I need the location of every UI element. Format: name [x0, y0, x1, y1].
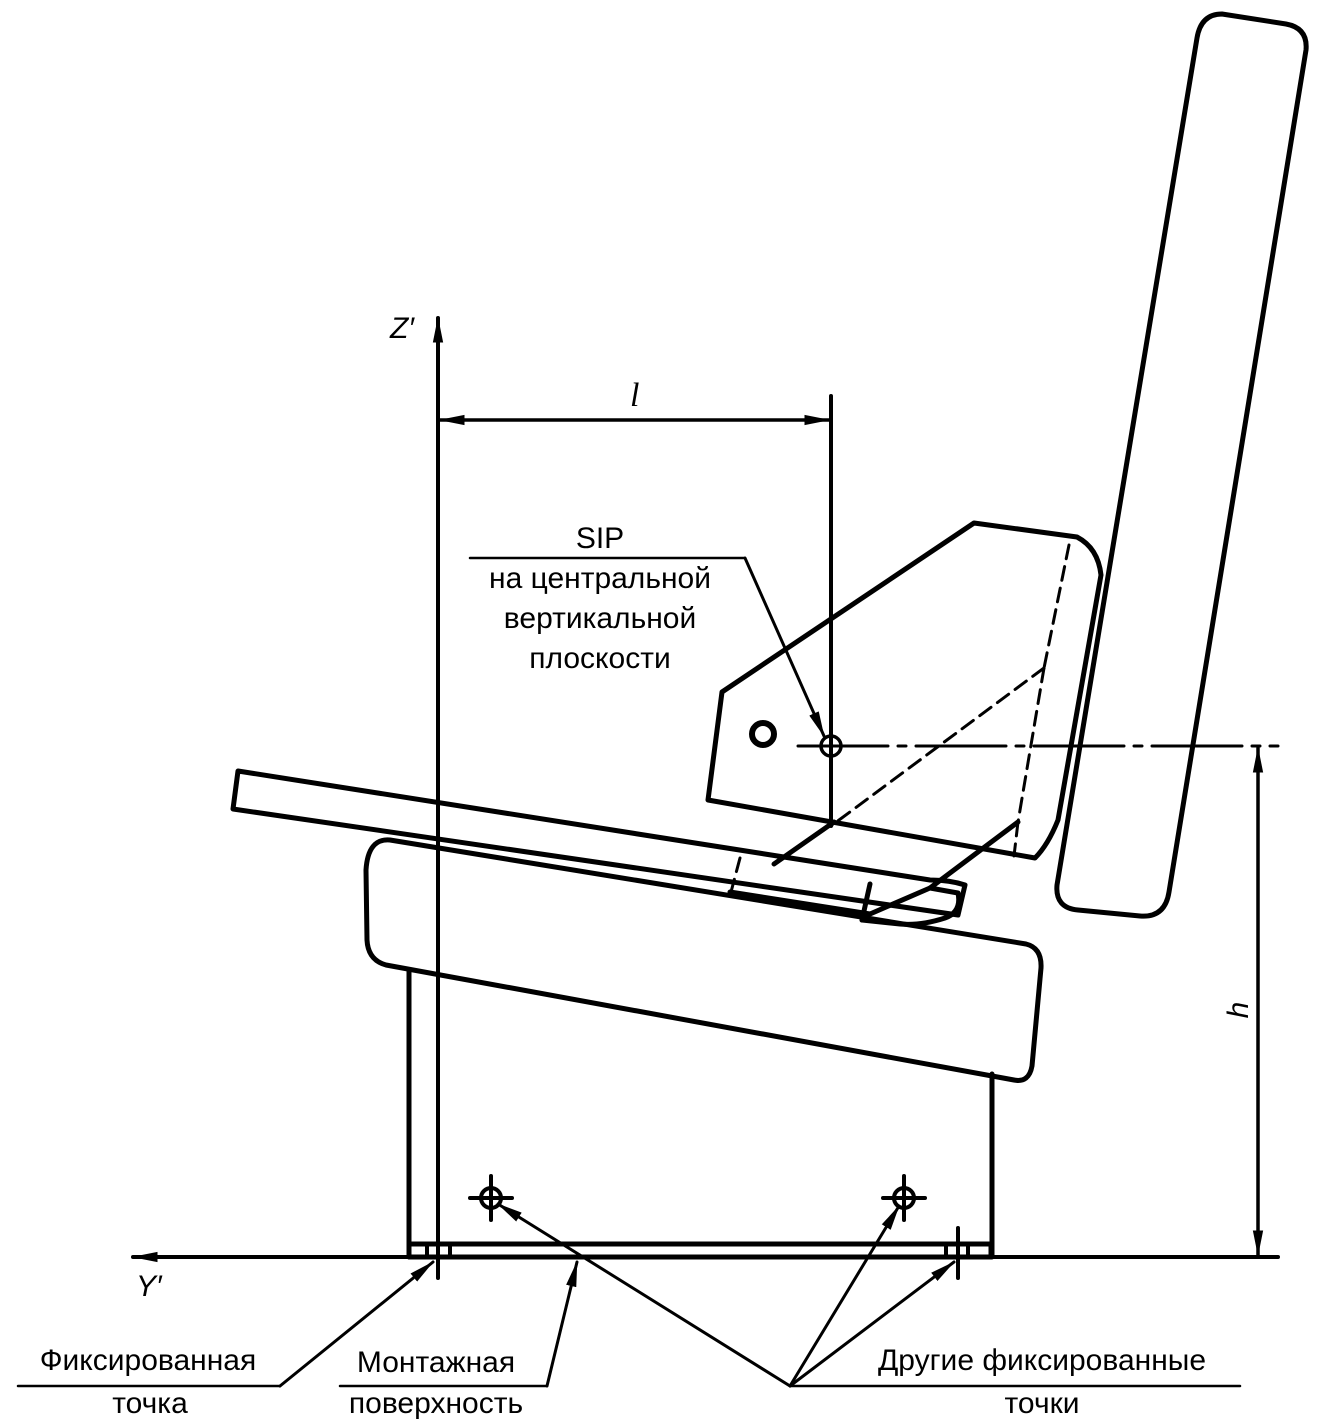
mounting-surface-label-line-1: Монтажная — [357, 1346, 515, 1379]
backrest — [1054, 11, 1309, 919]
seat-strut-right — [927, 819, 1021, 891]
seat-cushion — [363, 837, 1044, 1083]
hidden-lines — [729, 543, 1071, 894]
other-points-leader-3 — [788, 1260, 956, 1388]
sip-description-line-1: на центральной — [489, 562, 711, 595]
sip-description-line-3: плоскости — [529, 642, 670, 675]
fixed-point-label-line-1: Фиксированная — [40, 1344, 257, 1377]
side-bracket — [705, 520, 1104, 861]
other-points-label-line-2: точки — [1005, 1387, 1080, 1420]
sip-title: SIP — [576, 522, 624, 555]
mounting-surface-leader — [545, 1260, 579, 1388]
slide-divider — [859, 881, 873, 923]
sip-description-line-2: вертикальной — [504, 602, 696, 635]
seat-slide — [727, 885, 962, 927]
other-fixed-point-right-icon — [881, 1174, 927, 1222]
other-points-label-line-1: Другие фиксированные — [878, 1344, 1206, 1377]
y-axis-label: Y′ — [136, 1270, 163, 1303]
other-points-leader-1 — [496, 1202, 792, 1388]
armrest-bar — [230, 768, 968, 918]
pivot-hole — [749, 720, 777, 748]
dimension-h-label: h — [1222, 1002, 1255, 1019]
fixed-point-label-line-2: точка — [112, 1387, 188, 1420]
other-fixed-point-left-icon — [468, 1174, 514, 1222]
sip-point-icon — [819, 734, 843, 758]
dimension-l-label: l — [630, 377, 639, 414]
fixed-point-leader — [278, 1260, 435, 1388]
mounting-surface-label-line-2: поверхность — [349, 1387, 523, 1420]
z-axis-label: Z′ — [389, 312, 415, 345]
other-points-leader-2 — [788, 1204, 901, 1388]
sip-leader — [743, 556, 826, 738]
